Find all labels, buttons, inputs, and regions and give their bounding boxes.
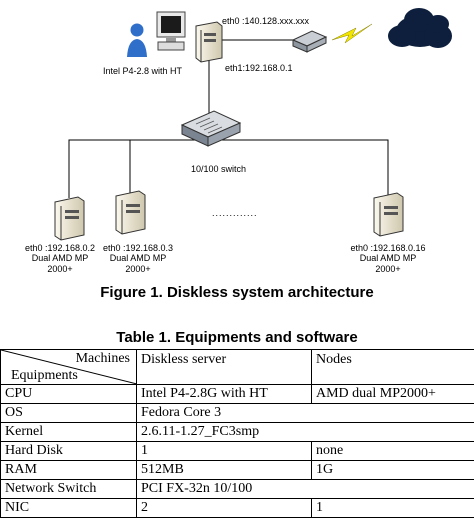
row-label: Hard Disk: [0, 441, 137, 461]
table-caption: Table 1. Equipments and software: [116, 329, 358, 346]
cell-nodes: 1G: [311, 460, 474, 480]
cloud-icon: [388, 8, 452, 48]
architecture-diagram: [54, 8, 452, 241]
node-1-icon: [54, 196, 85, 241]
table-row: Kernel 2.6.11-1.27_FC3smp: [0, 422, 474, 442]
server-icon: [195, 21, 223, 63]
label-eth1-server: eth1:192.168.0.1: [225, 63, 293, 73]
equipment-table: Machines Equipments Diskless server Node…: [0, 349, 474, 518]
cell-server: 512MB: [136, 460, 312, 480]
header-machines: Machines: [75, 351, 130, 366]
header-diskless-server: Diskless server: [136, 349, 312, 385]
header-corner-cell: Machines Equipments: [0, 349, 137, 385]
label-eth0-server: eth0 :140.128.xxx.xxx: [222, 16, 310, 26]
cell-server: 1: [136, 441, 312, 461]
cell-nodes: AMD dual MP2000+: [311, 384, 474, 404]
table-row: Network Switch PCI FX-32n 10/100: [0, 479, 474, 499]
node-2-icon: [115, 190, 146, 235]
table-row: RAM 512MB 1G: [0, 460, 474, 480]
table-row: CPU Intel P4-2.8G with HT AMD dual MP200…: [0, 384, 474, 404]
row-label: NIC: [0, 498, 137, 518]
label-node2-model: 2000+: [125, 264, 151, 274]
label-user-host: Intel P4-2.8 with HT: [103, 66, 183, 76]
header-nodes: Nodes: [311, 349, 474, 385]
router-icon: [291, 30, 328, 53]
node-16-icon: [373, 192, 404, 237]
row-label: CPU: [0, 384, 137, 404]
table-row: OS Fedora Core 3: [0, 403, 474, 423]
switch-icon: [180, 110, 242, 147]
row-label: RAM: [0, 460, 137, 480]
label-ellipsis: .............: [212, 208, 258, 218]
table-header-row: Machines Equipments Diskless server Node…: [0, 349, 474, 385]
row-label: OS: [0, 403, 137, 423]
label-node1-model: 2000+: [47, 264, 73, 274]
cell-server: Intel P4-2.8G with HT: [136, 384, 312, 404]
cell-nodes: none: [311, 441, 474, 461]
cell-both: 2.6.11-1.27_FC3smp: [136, 422, 474, 442]
cell-server: 2: [136, 498, 312, 518]
row-label: Network Switch: [0, 479, 137, 499]
label-node1-cpu: Dual AMD MP: [31, 253, 89, 263]
figure-caption: Figure 1. Diskless system architecture: [100, 284, 374, 301]
header-equipments: Equipments: [11, 368, 78, 383]
label-node16-ip: eth0 :192.168.0.16: [350, 243, 426, 253]
label-node1-ip: eth0 :192.168.0.2: [24, 243, 96, 253]
table-row: Hard Disk 1 none: [0, 441, 474, 461]
cell-nodes: 1: [311, 498, 474, 518]
label-node2-ip: eth0 :192.168.0.3: [102, 243, 174, 253]
network-lines: [68, 39, 389, 198]
row-label: Kernel: [0, 422, 137, 442]
corner-diagonal: [1, 350, 136, 384]
label-node16-model: 2000+: [375, 264, 401, 274]
label-switch: 10/100 switch: [191, 164, 247, 174]
cell-both: Fedora Core 3: [136, 403, 474, 423]
table-row: NIC 2 1: [0, 498, 474, 518]
lightning-icon: [331, 23, 373, 44]
label-node16-cpu: Dual AMD MP: [359, 253, 417, 263]
label-node2-cpu: Dual AMD MP: [109, 253, 167, 263]
monitor-icon: [156, 11, 186, 51]
cell-both: PCI FX-32n 10/100: [136, 479, 474, 499]
user-icon: [127, 23, 147, 57]
